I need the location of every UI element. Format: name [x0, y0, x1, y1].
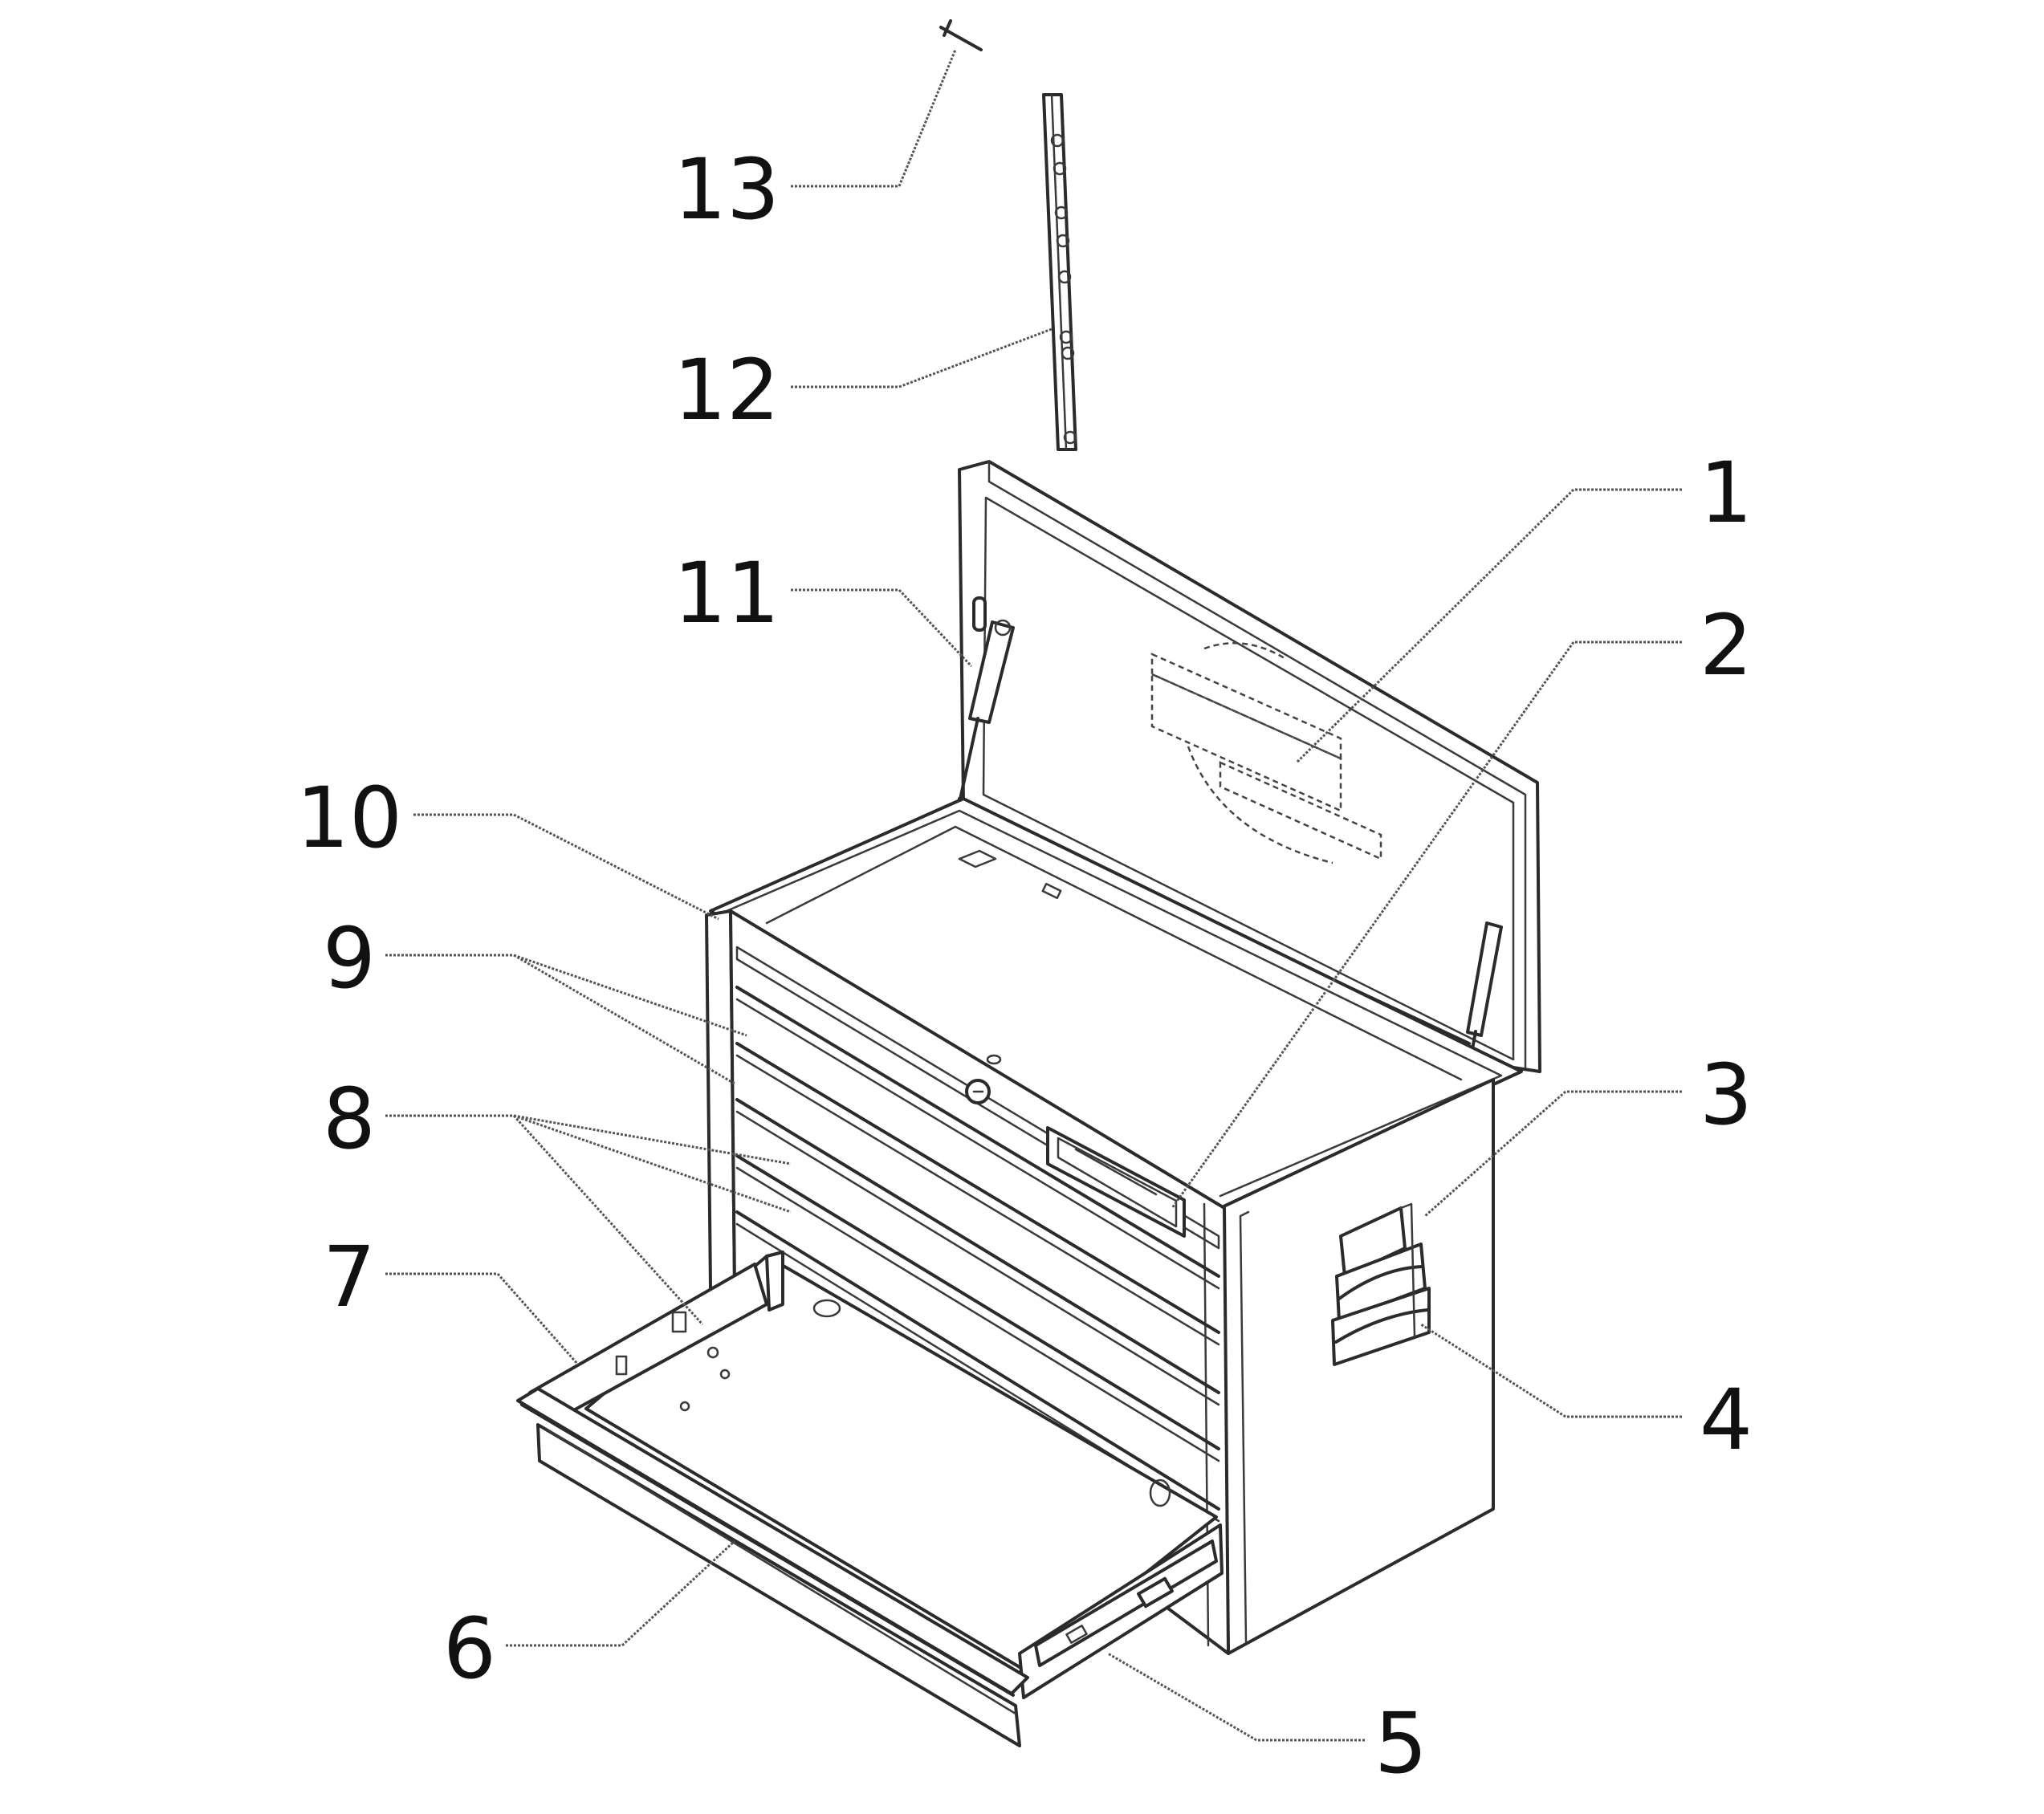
leader-9a — [385, 954, 747, 1037]
part-3-4-side-handle — [1331, 1202, 1431, 1366]
callout-labels: 13 12 11 10 9 8 7 6 5 4 3 2 1 — [296, 140, 1753, 1792]
lock — [965, 1054, 1002, 1104]
part-11-gas-struts — [958, 596, 1503, 1077]
lid-nameplate — [1150, 642, 1382, 864]
leader-8b — [513, 1114, 792, 1214]
leader-10 — [413, 813, 719, 921]
callout-10: 10 — [296, 769, 402, 867]
leader-lines — [385, 49, 1682, 1742]
callout-13: 13 — [674, 140, 780, 238]
leader-11 — [791, 588, 973, 668]
leader-7 — [385, 1272, 580, 1365]
open-drawer — [516, 1251, 1224, 1747]
drawer-fronts — [735, 946, 1220, 1523]
part-12-hinge-strip — [1042, 93, 1077, 451]
callout-1: 1 — [1700, 444, 1753, 542]
callout-12: 12 — [674, 341, 780, 439]
callout-4: 4 — [1700, 1371, 1753, 1469]
callout-5: 5 — [1374, 1694, 1427, 1792]
callout-8: 8 — [323, 1070, 376, 1168]
callout-3: 3 — [1700, 1046, 1753, 1144]
callout-11: 11 — [674, 544, 780, 642]
leader-5 — [1107, 1652, 1365, 1742]
drawer-slide — [1034, 1539, 1218, 1667]
leader-8c — [512, 1114, 704, 1326]
leader-2 — [1171, 641, 1682, 1209]
leader-3 — [1424, 1090, 1682, 1218]
callout-9: 9 — [323, 909, 376, 1007]
callout-6: 6 — [443, 1600, 496, 1698]
part-13-pin — [939, 19, 983, 51]
callout-7: 7 — [323, 1228, 376, 1326]
callout-2: 2 — [1700, 596, 1753, 694]
leader-9b — [513, 954, 735, 1085]
leader-6 — [506, 1539, 736, 1647]
leader-1 — [1295, 488, 1682, 764]
part-2-badge — [1046, 1126, 1186, 1238]
leader-4 — [1420, 1323, 1682, 1418]
leader-12 — [791, 327, 1053, 388]
leader-13 — [791, 49, 957, 188]
